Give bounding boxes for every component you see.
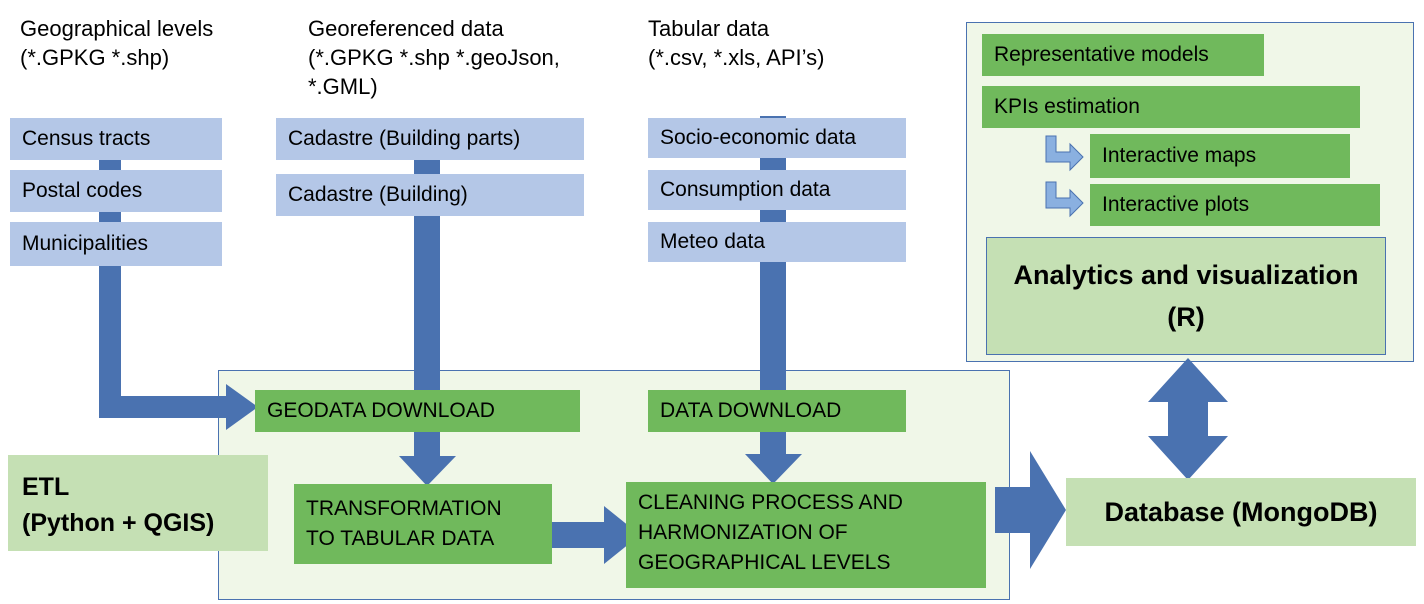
representative-models-box: Representative models [982,34,1264,76]
geo-levels-horizontal-shaft [99,396,229,418]
tabular-meteo-data: Meteo data [648,222,906,262]
geodata-download-box: GEODATA DOWNLOAD [255,390,580,432]
analytics-visualization-label: Analytics and visualization (R) [986,237,1386,355]
interactive-plots-box: Interactive plots [1090,184,1380,226]
georef-arrowhead [399,456,456,486]
transformation-to-cleaning-arrowhead [604,506,640,564]
geo-level-postal-codes: Postal codes [10,170,222,212]
geo-levels-vertical-shaft [99,150,121,418]
tabular-arrowhead [745,454,802,484]
etl-to-database-arrowhead [1030,451,1066,569]
georef-cadastre-building-parts: Cadastre (Building parts) [276,118,584,160]
cleaning-harmonization-box: CLEANING PROCESS AND HARMONIZATION OF GE… [626,482,986,588]
interactive-maps-box: Interactive maps [1090,134,1350,178]
kpis-estimation-box: KPIs estimation [982,86,1360,128]
georef-cadastre-building: Cadastre (Building) [276,174,584,216]
data-download-box: DATA DOWNLOAD [648,390,906,432]
header-geo-levels: Geographical levels (*.GPKG *.shp) [20,16,214,70]
etl-label: ETL (Python + QGIS) [8,455,268,551]
transformation-box: TRANSFORMATION TO TABULAR DATA [294,484,552,564]
geo-level-municipalities: Municipalities [10,222,222,266]
tabular-consumption-data: Consumption data [648,170,906,210]
interactive-plots-arrow-icon [1045,181,1084,218]
interactive-maps-arrow-icon [1045,135,1084,172]
geo-level-census-tracts: Census tracts [10,118,222,160]
tabular-socio-economic-data: Socio-economic data [648,118,906,158]
geo-levels-arrowhead [226,384,258,430]
header-tabular-data: Tabular data (*.csv, *.xls, API’s) [648,16,825,70]
header-georeferenced-data: Georeferenced data (*.GPKG *.shp *.geoJs… [308,16,560,99]
transformation-to-cleaning-shaft [551,522,606,548]
etl-to-database-shaft [995,487,1035,533]
database-analytics-double-arrow [1148,358,1228,480]
database-label: Database (MongoDB) [1066,478,1416,546]
